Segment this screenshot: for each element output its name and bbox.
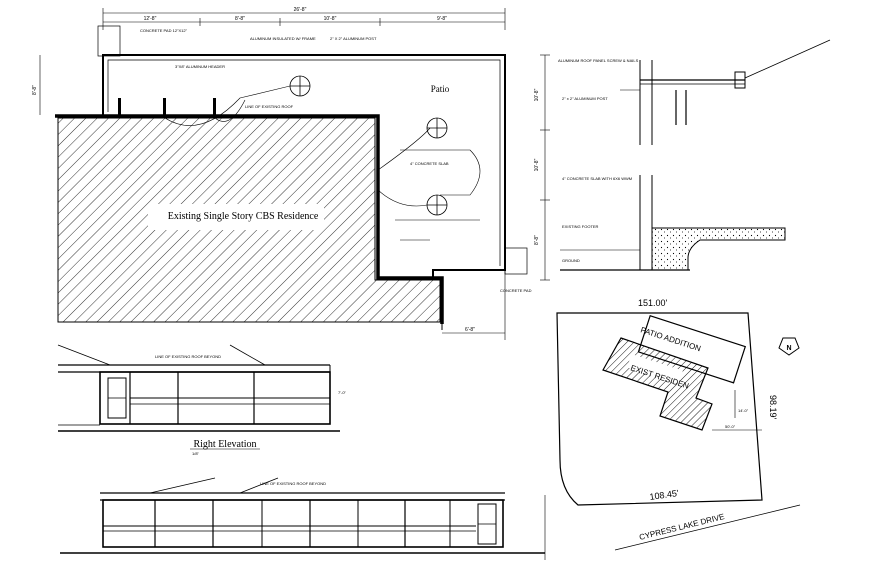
seg-dim-2: 8'-8": [235, 16, 245, 22]
patio-label: Patio: [431, 84, 450, 94]
seg-dim-1: 12'-8": [144, 16, 157, 22]
right-dimension-string: [540, 54, 550, 281]
wiring-lines: [164, 85, 481, 241]
front-elevation: LINE OF EXISTING ROOF BEYOND: [60, 477, 546, 560]
top-dimension-string: [102, 8, 506, 30]
ceiling-fan-1: [289, 75, 311, 97]
patio-inner-line: [107, 59, 501, 266]
site-dim-small-1: 14'-0": [738, 408, 749, 413]
elev-side-note: 7'-0": [338, 390, 347, 395]
site-top-dim: 151.00': [638, 298, 668, 308]
plan-note-6: 4" CONCRETE SLAB: [410, 161, 449, 166]
plan-note-1: CONCRETE PAD 12"X12": [140, 28, 188, 33]
ceiling-fan-3: [426, 194, 448, 216]
plan-note-7: CONCRETE PAD: [500, 288, 532, 293]
residence-wall: [55, 114, 444, 324]
overall-dim-label: 26'-8": [294, 7, 307, 13]
concrete-pad-right: [504, 247, 528, 275]
plan-note-2: ALUMINUM INSULATED W/ FRAME: [250, 36, 316, 41]
site-dim-small-2: 50'-0": [725, 424, 736, 429]
residence-label: Existing Single Story CBS Residence: [168, 211, 319, 222]
elev2-note: LINE OF EXISTING ROOF BEYOND: [260, 481, 326, 486]
slab-detail: ALUMINUM ROOF PANEL SCREW & NAILS 2" x 2…: [558, 58, 786, 271]
ceiling-fan-2: [426, 117, 448, 139]
left-dim-label: 8'-8": [32, 85, 38, 95]
plan-note-4: 3"X8" ALUMINUM HEADER: [175, 64, 225, 69]
bottom-dim-label: 6'-8": [465, 327, 475, 333]
north-label: N: [786, 345, 791, 352]
plan-note-3: 2" X 2" ALUMINUM POST: [330, 36, 377, 41]
site-plan: 151.00' 98.19' 108.45' PATIO ADDITION EX…: [556, 298, 801, 551]
seg-dim-3: 10'-8": [324, 16, 337, 22]
patio-enclosure: [102, 54, 506, 278]
north-arrow-icon: N: [778, 337, 800, 356]
detail-note-1: ALUMINUM ROOF PANEL SCREW & NAILS: [558, 58, 639, 63]
detail-note-3: 4" CONCRETE SLAB WITH 6X6 WWM: [562, 176, 632, 181]
site-right-dim: 98.19': [768, 395, 778, 420]
detail-note-4: EXISTING FOOTER: [562, 224, 599, 229]
plan-notes: CONCRETE PAD 12"X12" ALUMINUM INSULATED …: [140, 28, 532, 293]
elev-note-top: LINE OF EXISTING ROOF BEYOND: [155, 354, 221, 359]
road-label: CYPRESS LAKE DRIVE: [638, 512, 725, 542]
wall-detail-top: [620, 39, 831, 145]
detail-note-5: GROUND: [562, 258, 580, 263]
property-boundary: [556, 312, 763, 506]
plan-note-5: LINE OF EXISTING ROOF: [245, 104, 294, 109]
right-dim-3: 8'-8": [534, 235, 540, 245]
floor-plan: 26'-8" 12'-8" 8'-8" 10'-8" 9'-8" 8'-8" 1…: [32, 7, 550, 340]
site-bottom-dim: 108.45': [649, 488, 680, 502]
roof-posts: [118, 98, 216, 116]
right-dim-1: 10'-8": [534, 88, 540, 101]
right-dim-2: 10'-8": [534, 158, 540, 171]
concrete-pad-top: [97, 25, 121, 57]
right-elevation: LINE OF EXISTING ROOF BEYOND 7'-0" Right…: [57, 344, 347, 456]
elevation-scale: 1/8": [192, 451, 200, 456]
seg-dim-4: 9'-8": [437, 16, 447, 22]
elevation-title: Right Elevation: [193, 439, 256, 450]
detail-note-2: 2" x 2" ALUMINUM POST: [562, 96, 608, 101]
